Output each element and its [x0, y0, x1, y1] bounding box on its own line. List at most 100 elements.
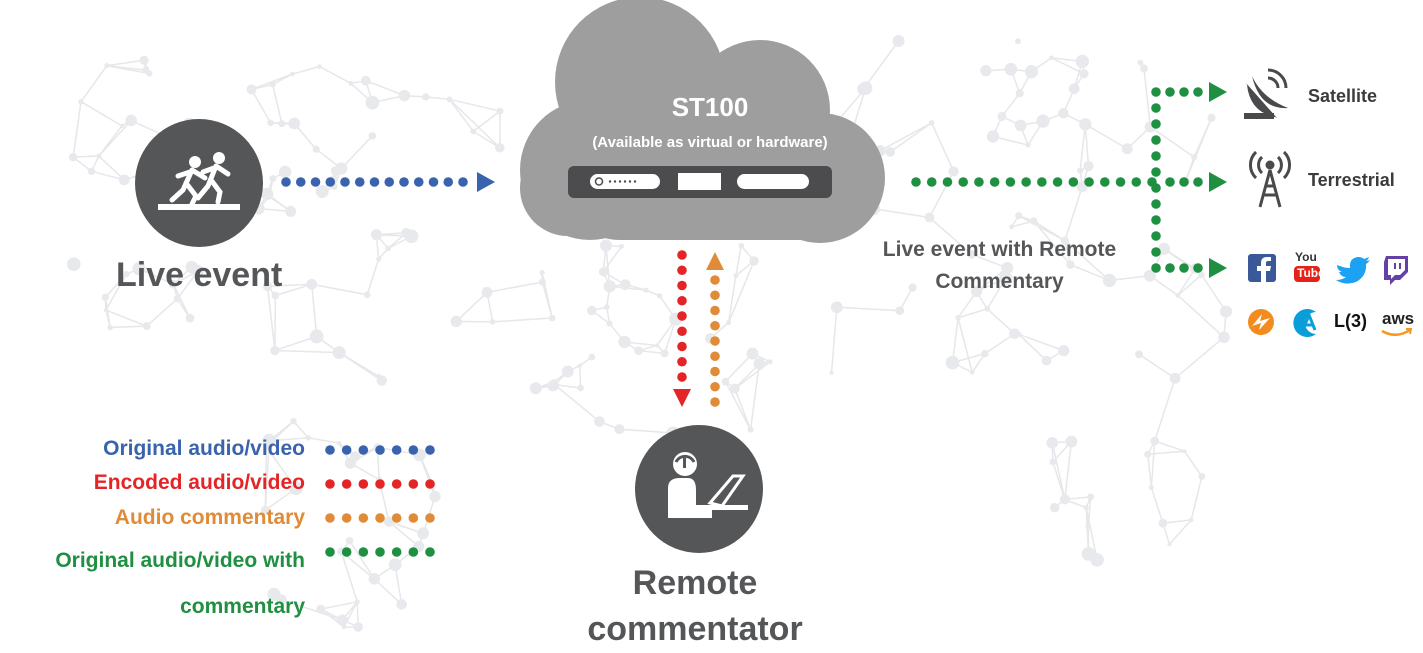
network-node	[1058, 108, 1069, 119]
legend-swatch-dot	[358, 513, 369, 523]
network-link	[749, 363, 761, 430]
network-node	[660, 349, 669, 358]
network-node	[1059, 494, 1070, 505]
network-node	[1075, 54, 1090, 69]
network-link	[1018, 333, 1048, 362]
legend-swatch-dot	[391, 479, 402, 489]
network-node	[1058, 344, 1070, 357]
network-node	[738, 242, 745, 249]
network-link	[265, 446, 297, 489]
combined-flow-dot	[1021, 177, 1031, 187]
legend-swatch-dot	[325, 547, 335, 557]
network-link	[366, 258, 380, 296]
combined-flow-dot	[1084, 177, 1094, 187]
st100-hardware-icon	[568, 166, 832, 198]
network-link	[91, 170, 125, 181]
network-node	[1060, 236, 1069, 245]
network-node	[101, 293, 109, 301]
legend-swatch-dot	[408, 513, 419, 523]
original-flow-arrowhead	[477, 172, 495, 192]
network-link	[105, 309, 111, 328]
network-node	[885, 147, 896, 157]
satellite-label: Satellite	[1308, 86, 1378, 106]
original-flow-dot	[354, 177, 365, 187]
network-link	[98, 119, 132, 157]
original-flow-dot	[413, 177, 424, 187]
network-node	[125, 114, 138, 127]
network-link	[986, 308, 1015, 335]
combined-flow-dot	[1179, 87, 1189, 97]
network-node	[1157, 242, 1171, 255]
network-node	[496, 107, 504, 115]
network-node	[270, 345, 280, 356]
network-node	[132, 262, 146, 276]
youtube-you-text: You	[1295, 250, 1317, 264]
network-link	[984, 333, 1015, 355]
combined-flow-dot	[1165, 177, 1175, 187]
network-node	[278, 120, 286, 128]
network-link	[388, 521, 420, 548]
legend-swatch-dot	[425, 445, 435, 455]
network-node	[260, 505, 270, 515]
network-node	[354, 599, 360, 605]
runners-icon	[158, 152, 240, 210]
network-node	[1167, 542, 1172, 547]
network-node	[1036, 114, 1050, 128]
network-node	[753, 358, 766, 370]
network-link	[1149, 126, 1195, 158]
combined-flow-dot	[1151, 119, 1161, 129]
network-node	[981, 349, 989, 358]
combined-flow-dot	[1165, 87, 1175, 97]
legend-swatch-dot	[341, 513, 352, 523]
network-node	[365, 95, 380, 110]
network-node	[1066, 260, 1075, 269]
network-link	[1177, 268, 1196, 296]
commentary-flow-arrowhead	[706, 252, 724, 270]
signal-flows	[281, 87, 1203, 407]
network-link	[320, 601, 358, 610]
network-link	[1051, 442, 1066, 500]
network-node	[1079, 118, 1092, 131]
legend-swatch-dot	[391, 513, 402, 523]
network-node	[1148, 484, 1154, 491]
network-node	[970, 286, 983, 298]
online-arrowhead	[1209, 258, 1227, 278]
network-node	[288, 117, 301, 130]
network-node	[316, 604, 326, 614]
network-node	[342, 625, 347, 630]
network-node	[271, 291, 280, 300]
network-link	[274, 349, 340, 354]
legend-swatch-dot	[341, 547, 352, 557]
commentary-flow-dot	[710, 397, 720, 407]
network-link	[1190, 476, 1203, 521]
network-link	[579, 365, 582, 389]
legend-original: Original audio/video	[103, 437, 305, 460]
network-node	[142, 66, 150, 74]
satellite-dish-icon	[1244, 68, 1288, 119]
network-node	[1083, 160, 1094, 172]
network-link	[72, 101, 82, 158]
legend-combined: Original audio/video with commentary	[55, 549, 305, 618]
legend-swatch-dot	[358, 479, 369, 489]
network-node	[1041, 355, 1052, 366]
combined-flow-dot	[989, 177, 1000, 187]
encoded-flow-dot	[677, 311, 687, 321]
network-node	[1085, 523, 1092, 530]
network-node	[726, 319, 732, 326]
network-node	[336, 440, 342, 446]
network-node	[548, 314, 556, 322]
network-link	[1150, 487, 1164, 524]
network-link	[388, 521, 424, 535]
network-node	[1102, 273, 1117, 288]
network-link	[889, 122, 933, 153]
network-link	[425, 96, 450, 101]
network-link	[80, 65, 108, 103]
network-link	[727, 275, 737, 323]
network-node	[1049, 502, 1060, 513]
network-link	[292, 65, 320, 75]
network-node	[1049, 55, 1054, 61]
commentary-flow-dot	[710, 290, 720, 301]
network-link	[873, 208, 930, 219]
network-node	[376, 256, 382, 262]
